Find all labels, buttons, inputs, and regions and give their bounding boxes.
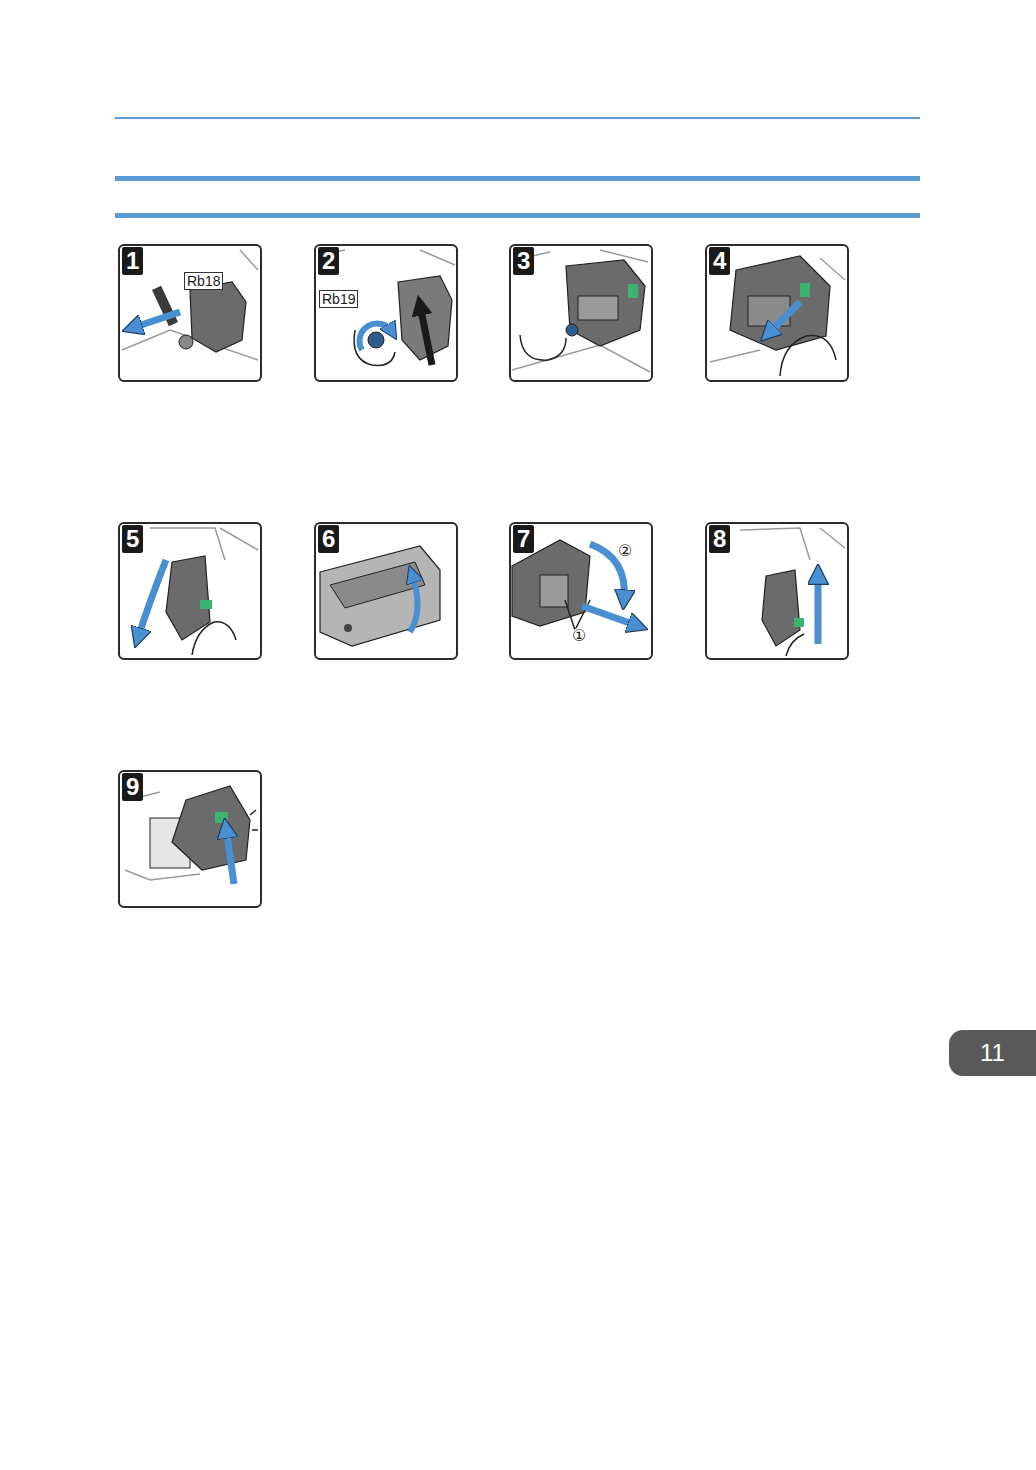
step-5-illustration	[138, 528, 258, 655]
step-8-illustration	[740, 528, 845, 656]
step-number: 4	[709, 247, 730, 275]
header-rule	[115, 213, 920, 218]
step-9-illustration	[125, 786, 258, 884]
header-rule	[115, 176, 920, 181]
header-rule	[115, 117, 920, 119]
sub-step-number: ①	[571, 628, 587, 644]
step-panel: 6	[314, 522, 458, 660]
part-code: Rb18	[184, 272, 223, 290]
step-panel: 4	[705, 244, 849, 382]
step-number: 6	[318, 525, 339, 553]
chapter-tab: 11	[949, 1030, 1036, 1076]
step-number: 2	[318, 247, 339, 275]
step-4-illustration	[710, 256, 845, 376]
step-number: 7	[513, 525, 534, 553]
step-6-illustration	[320, 546, 440, 646]
step-panel: 1Rb18	[118, 244, 262, 382]
part-code: Rb19	[319, 290, 358, 308]
step-number: 3	[513, 247, 534, 275]
step-panel: 7 ② ①	[509, 522, 653, 660]
step-7-illustration	[512, 540, 638, 630]
step-number: 8	[709, 525, 730, 553]
sub-step-number: ②	[617, 543, 633, 559]
step-panel: 9	[118, 770, 262, 908]
step-number: 5	[122, 525, 143, 553]
step-number: 1	[122, 247, 143, 275]
chapter-number: 11	[980, 1041, 1005, 1065]
step-panel: 5	[118, 522, 262, 660]
step-panel: 2Rb19	[314, 244, 458, 382]
step-panel: 8	[705, 522, 849, 660]
step-panel: 3	[509, 244, 653, 382]
step-number: 9	[122, 773, 143, 801]
